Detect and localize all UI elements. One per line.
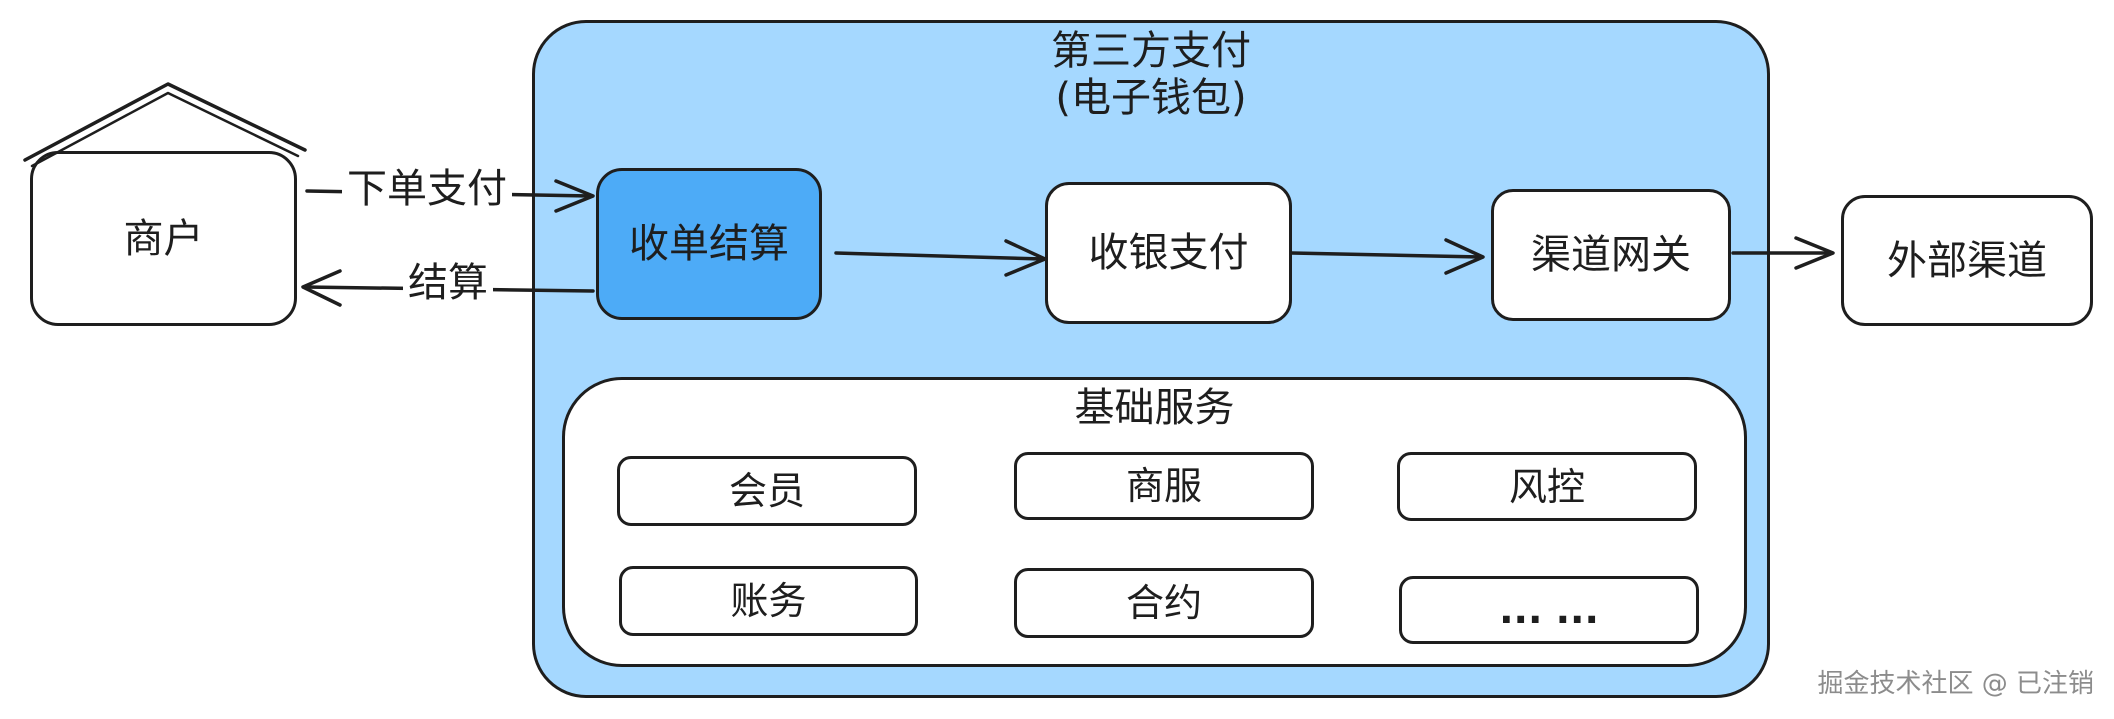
acquiring-settlement-label: 收单结算 (629, 221, 789, 267)
channel-gateway-label: 渠道网关 (1531, 232, 1691, 278)
external-channel-label: 外部渠道 (1887, 237, 2047, 284)
merchant-label: 商户 (123, 215, 204, 262)
settlement-label: 结算 (403, 259, 493, 307)
arrow-gateway-to-external-head (1794, 236, 1835, 270)
base-services-title: 基础服务 (1074, 385, 1235, 431)
service-more: ... ... (1399, 576, 1699, 644)
service-accounting: 账务 (619, 566, 918, 636)
platform-title: 第三方支付 (1051, 28, 1251, 74)
service-risk-control: 风控 (1397, 452, 1697, 521)
roof-line-outer (23, 82, 307, 162)
service-label: 风控 (1508, 464, 1585, 509)
acquiring-settlement-node: 收单结算 (596, 168, 822, 320)
service-label: 账务 (730, 579, 807, 623)
watermark-text: 掘金技术社区 @ 已注销 (1817, 669, 2094, 699)
service-label: ... ... (1499, 588, 1599, 632)
cashier-payment-label: 收银支付 (1088, 230, 1249, 276)
merchant-node: 商户 (30, 151, 297, 326)
service-label: 会员 (728, 469, 805, 513)
cashier-payment-node: 收银支付 (1045, 182, 1292, 324)
service-merchant: 商服 (1014, 452, 1314, 520)
service-label: 合约 (1125, 581, 1202, 625)
external-channel-node: 外部渠道 (1841, 195, 2093, 326)
order-payment-label: 下单支付 (342, 165, 512, 213)
channel-gateway-node: 渠道网关 (1491, 189, 1731, 321)
service-member: 会员 (617, 456, 917, 526)
platform-subtitle: (电子钱包) (1055, 75, 1247, 121)
service-label: 商服 (1125, 464, 1202, 508)
arrow-settlement-head (301, 269, 342, 307)
service-contract: 合约 (1014, 568, 1314, 638)
